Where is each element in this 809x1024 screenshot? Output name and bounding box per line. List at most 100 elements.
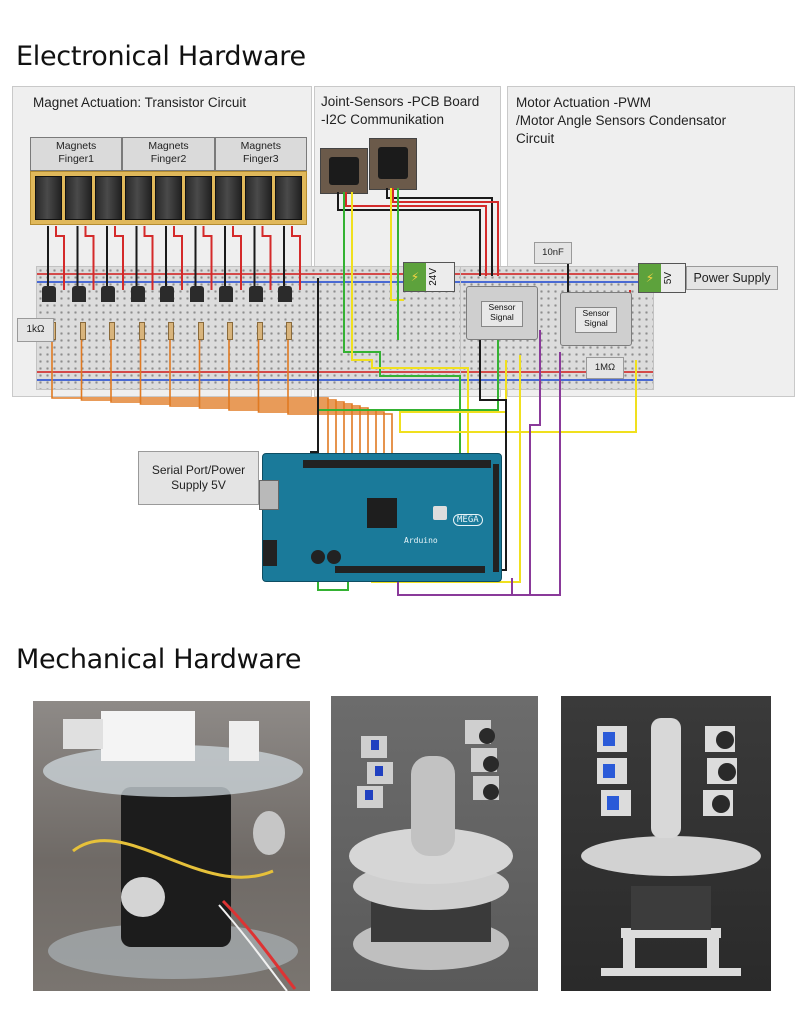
servo-1-label: Sensor Signal — [481, 301, 523, 327]
bb2-rail-red-bottom — [461, 371, 653, 373]
signal-wire-orange — [287, 340, 393, 462]
transistor — [42, 286, 56, 302]
resistor — [227, 322, 233, 340]
transistor — [278, 286, 292, 302]
joint-wire-yellow — [351, 192, 469, 458]
motor-wire-purple-2 — [511, 352, 561, 596]
transistor — [160, 286, 174, 302]
mcu-chip — [367, 498, 397, 528]
magnet-wire-red — [232, 226, 242, 290]
header-top — [303, 460, 491, 468]
render-front-illustration — [581, 718, 761, 976]
signal-wire-orange — [51, 340, 329, 462]
bb-rail-blue-bottom — [37, 379, 461, 381]
serial-port-label: Serial Port/Power Supply 5V — [138, 451, 259, 505]
joint-panel-title: Joint-Sensors -PCB Board -I2C Communikat… — [321, 94, 480, 127]
finger2-header: Magnets Finger2 — [122, 137, 215, 171]
joint-wire-yellow-2 — [390, 188, 404, 301]
magnet-wire-red — [261, 226, 272, 290]
joint-wire-black-2 — [386, 188, 493, 276]
supply-24v-label: 24V — [428, 268, 439, 286]
magnet-finger-headers: Magnets Finger1 Magnets Finger2 Magnets … — [30, 137, 307, 171]
servo-2: Sensor Signal — [560, 292, 632, 346]
resistor-1m-label: 1MΩ — [586, 357, 624, 379]
photo-real-prototype — [33, 701, 310, 991]
resistor — [168, 322, 174, 340]
finger1-header: Magnets Finger1 — [30, 137, 123, 171]
magnet-wire-red — [173, 226, 183, 290]
usb-port — [259, 480, 279, 510]
signal-wire-orange — [198, 340, 369, 462]
battery-icon: ⚡ — [639, 264, 661, 292]
magnet — [215, 176, 242, 220]
power-supply-label: Power Supply — [686, 266, 778, 290]
resistor — [286, 322, 292, 340]
arduino-brand: Arduino — [404, 536, 438, 545]
magnet — [185, 176, 212, 220]
transistor — [71, 286, 86, 302]
ground-wire — [310, 278, 319, 453]
header-bottom — [335, 566, 485, 573]
mechanics-title: Mechanical Hardware — [16, 644, 302, 675]
bb-rail-blue-top — [37, 281, 461, 283]
magnet — [245, 176, 272, 220]
joint-wire-green — [343, 192, 461, 458]
render-side-illustration — [349, 720, 513, 970]
header-right — [493, 464, 499, 572]
signal-wire-orange — [228, 340, 377, 462]
transistor — [101, 286, 115, 302]
magnet-panel-title: Magnet Actuation: Transistor Circuit — [33, 95, 247, 110]
arduino-mega-board: Arduino MEGA — [259, 453, 502, 582]
magnet — [125, 176, 152, 220]
transistor — [248, 286, 263, 302]
render-side-view — [331, 696, 538, 991]
signal-wire-orange — [110, 340, 345, 462]
magnet-wire-red — [291, 226, 301, 290]
capacitor — [327, 550, 341, 564]
magnet — [155, 176, 182, 220]
render-front-view — [561, 696, 771, 991]
bb-rail-red-top — [37, 273, 461, 275]
transistor — [130, 286, 145, 302]
resistor-1k-label: 1kΩ — [17, 318, 54, 342]
capacitor — [311, 550, 325, 564]
signal-wire-orange — [80, 340, 337, 462]
supply-5v-label: 5V — [663, 271, 674, 285]
magnet — [275, 176, 302, 220]
bb2-rail-red-top — [461, 273, 653, 275]
supply-24v: ⚡ 24V — [403, 262, 455, 292]
signal-wire-orange — [169, 340, 361, 462]
power-jack — [263, 540, 277, 566]
bb2-rail-blue-bottom — [461, 379, 653, 381]
joint-wire-red-2 — [392, 188, 499, 276]
magnet-wire-red — [202, 226, 213, 290]
resistor — [109, 322, 115, 340]
magnet — [65, 176, 92, 220]
servo-2-label: Sensor Signal — [575, 307, 617, 333]
finger3-header: Magnets Finger3 — [214, 137, 307, 171]
motor-panel-title: Motor Actuation -PWM /Motor Angle Sensor… — [516, 95, 727, 146]
supply-5v: ⚡ 5V — [638, 263, 686, 293]
magnet-wire-red — [143, 226, 154, 290]
bb2-rail-blue-top — [461, 281, 653, 283]
magnet — [95, 176, 122, 220]
joint-sensor-photo-1 — [320, 148, 368, 194]
magnet — [35, 176, 62, 220]
magnet-array — [30, 171, 307, 225]
electronics-title: Electronical Hardware — [16, 41, 306, 72]
bb-rail-red-bottom — [37, 371, 461, 373]
magnet-wire-red — [114, 226, 124, 290]
transistor — [189, 286, 204, 302]
resistor — [79, 322, 86, 340]
resistor — [138, 322, 145, 340]
servo-1: Sensor Signal — [466, 286, 538, 340]
motor-wire-purple — [397, 330, 541, 596]
arduino-model: MEGA — [453, 514, 483, 526]
transistor — [219, 286, 233, 302]
joint-wire-red — [345, 192, 487, 276]
prototype-illustration — [43, 711, 303, 991]
reset-button — [433, 506, 447, 520]
joint-wire-black — [337, 192, 481, 276]
signal-wire-orange — [139, 340, 353, 462]
